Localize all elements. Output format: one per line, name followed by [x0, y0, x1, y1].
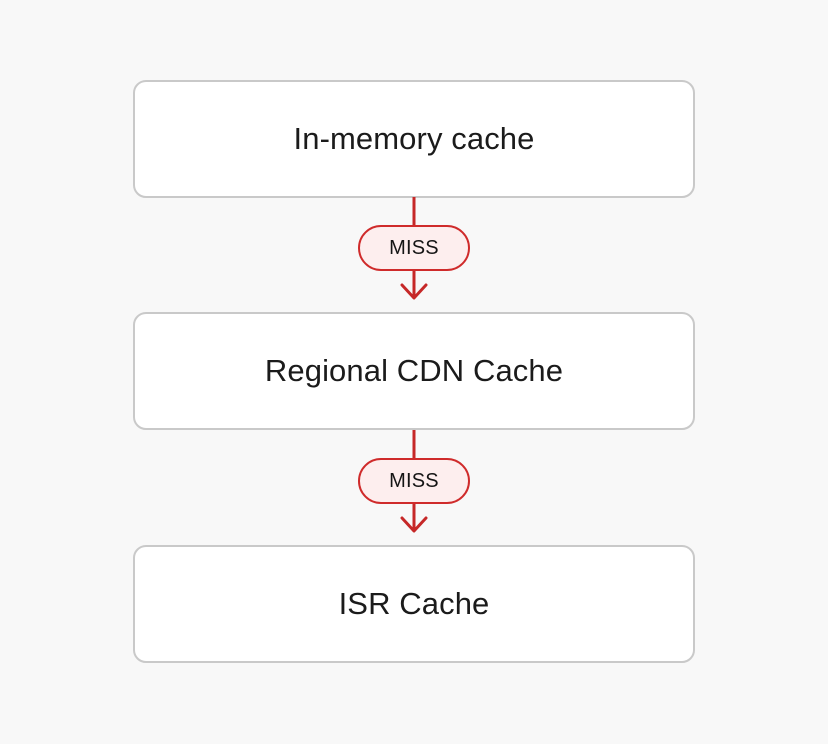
- arrowhead-icon: [400, 516, 428, 533]
- edge-label-miss[interactable]: MISS: [358, 225, 470, 271]
- edge-label-text: MISS: [389, 236, 439, 259]
- node-label: ISR Cache: [338, 586, 490, 621]
- edge-regional-to-isr: MISS: [0, 430, 828, 546]
- node-in-memory-cache[interactable]: In-memory cache: [133, 80, 695, 198]
- node-regional-cdn-cache[interactable]: Regional CDN Cache: [133, 312, 695, 430]
- node-isr-cache[interactable]: ISR Cache: [133, 545, 695, 663]
- edge-label-miss[interactable]: MISS: [358, 458, 470, 504]
- node-label: In-memory cache: [293, 121, 535, 156]
- edge-label-text: MISS: [389, 469, 439, 492]
- node-label: Regional CDN Cache: [264, 353, 564, 388]
- arrowhead-icon: [400, 283, 428, 300]
- edge-in-memory-to-regional: MISS: [0, 197, 828, 313]
